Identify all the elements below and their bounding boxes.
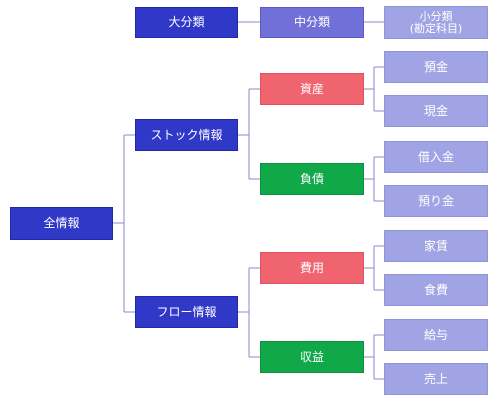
item-cash: 現金 <box>384 95 488 127</box>
header-level2: 中分類 <box>260 7 364 38</box>
item-food: 食費 <box>384 274 488 306</box>
header-level3: 小分類 (勘定科目) <box>384 6 488 39</box>
category-stock: ストック情報 <box>135 119 238 151</box>
category-flow: フロー情報 <box>135 296 238 328</box>
item-deposits: 預金 <box>384 51 488 83</box>
item-borrowings: 借入金 <box>384 141 488 173</box>
root-node: 全情報 <box>10 207 113 240</box>
group-expenses: 費用 <box>260 252 364 284</box>
group-assets: 資産 <box>260 73 364 105</box>
item-salary: 給与 <box>384 319 488 351</box>
item-rent: 家賃 <box>384 230 488 262</box>
item-sales: 売上 <box>384 363 488 395</box>
header-level1: 大分類 <box>135 7 238 38</box>
group-revenue: 収益 <box>260 341 364 373</box>
item-deposits-received: 預り金 <box>384 185 488 217</box>
group-liabilities: 負債 <box>260 163 364 195</box>
